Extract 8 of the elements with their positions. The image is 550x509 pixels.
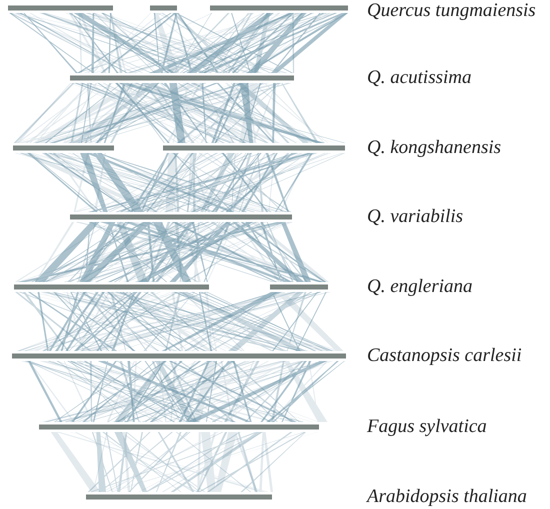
species-name: Castanopsis carlesii — [367, 345, 522, 366]
species-name: Quercus tungmaiensis — [367, 0, 536, 21]
species-name: Arabidopsis thaliana — [367, 486, 527, 507]
species-name: Q. engleriana — [367, 276, 473, 297]
species-name: Fagus sylvatica — [367, 416, 487, 437]
species-name: Q. acutissima — [367, 67, 472, 88]
species-name: Q. variabilis — [367, 206, 464, 227]
species-name: Q. kongshanensis — [367, 137, 502, 158]
